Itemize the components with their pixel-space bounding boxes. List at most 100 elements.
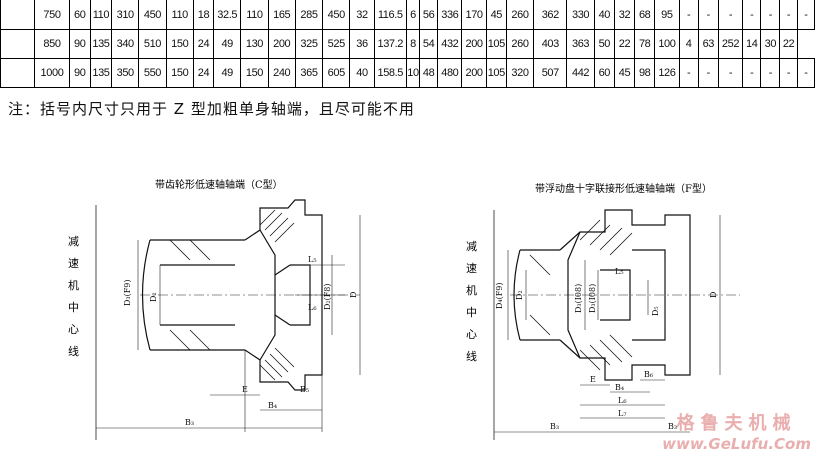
figure-f-drawing: 带浮动盘十字联接形低速轴轴端（F型） 减 速 机 中 心 线 [466, 182, 740, 440]
label-b3-b: B₃ [668, 422, 677, 431]
table-cell: 32 [349, 0, 375, 30]
table-cell: - [697, 0, 719, 30]
watermark: 格鲁夫机械 www.GeLufu.Com [662, 409, 811, 453]
label-e: E [590, 375, 596, 384]
table-cell: - [779, 0, 798, 30]
table-cell: 24 [192, 58, 215, 88]
table-cell: 850 [34, 29, 70, 59]
watermark-chinese: 格鲁夫机械 [676, 413, 797, 434]
table-cell: 240 [267, 58, 296, 88]
table-cell: 200 [461, 29, 487, 59]
label-b4: B₄ [615, 383, 624, 392]
table-cell: 24 [192, 29, 215, 59]
svg-text:减: 减 [68, 235, 79, 248]
table-lead-cell [0, 0, 36, 30]
table-cell: 363 [566, 29, 595, 59]
table-lead-cell [0, 29, 36, 59]
label-d4: D₄(F9) [495, 282, 504, 309]
figure-f-type: 带浮动盘十字联接形低速轴轴端（F型） 减 速 机 中 心 线 [450, 170, 785, 455]
table-cell: 340 [111, 29, 140, 59]
label-d2: D₂ [515, 290, 524, 300]
table-cell: 78 [634, 29, 656, 59]
table-cell: 330 [566, 0, 595, 30]
table-cell: 260 [505, 29, 535, 59]
label-b6: B₆ [644, 370, 653, 379]
table-cell: - [678, 0, 699, 30]
table-cell: 68 [634, 0, 656, 30]
table-cell: 252 [717, 29, 744, 59]
table-cell: 170 [461, 0, 487, 30]
watermark-url: www.GeLufu.Com [662, 435, 811, 453]
label-b4: B₄ [268, 401, 277, 410]
table-cell: 365 [294, 58, 324, 88]
table-cell: - [760, 58, 781, 88]
table-cell: 110 [240, 0, 269, 30]
label-b5: B₅ [300, 385, 309, 394]
table-cell: 507 [533, 58, 568, 88]
label-d3-b: D₃(I08) [588, 284, 597, 313]
table-cell: 200 [461, 58, 487, 88]
table-cell: 1000 [34, 58, 70, 88]
label-d: D [349, 292, 358, 298]
svg-text:机: 机 [68, 278, 79, 292]
label-e: E [242, 385, 248, 394]
table-cell: 135 [89, 58, 113, 88]
dimension-lines [494, 215, 721, 433]
table-cell: 60 [68, 0, 91, 30]
label-l5: L₅ [308, 255, 317, 264]
table-cell: 135 [89, 29, 113, 59]
table-cell: - [760, 0, 781, 30]
figure-c-drawing: 带齿轮形低速轴轴端（C型） 减 速 机 中 心 线 [68, 178, 361, 440]
table-cell: 22 [779, 29, 798, 59]
table-cell: - [742, 58, 762, 88]
svg-text:减: 减 [466, 240, 477, 253]
table-cell: 750 [34, 0, 70, 30]
svg-text:速: 速 [466, 262, 477, 275]
table-cell: 4 [678, 29, 699, 59]
table-cell: 8 [405, 29, 421, 59]
table-cell: - [697, 58, 719, 88]
table-cell: 350 [111, 58, 140, 88]
label-l6: L₆ [618, 396, 627, 405]
table-cell: 56 [419, 0, 439, 30]
table-cell: - [717, 58, 744, 88]
figure-c-side-label: 减 速 机 中 心 线 [68, 235, 79, 358]
label-d3: D₃(F9) [123, 279, 132, 306]
table-cell: 362 [533, 0, 568, 30]
label-d: D [709, 292, 718, 298]
table-cell: 40 [593, 0, 615, 30]
table-cell: - [796, 58, 816, 88]
label-d3: D₃(I08) [574, 284, 583, 313]
table-cell: 260 [505, 0, 535, 30]
table-cell: 150 [165, 29, 194, 59]
table-cell: 98 [634, 58, 656, 88]
table-cell: 325 [294, 29, 324, 59]
table-cell: 320 [505, 58, 535, 88]
shaft-body [141, 199, 323, 391]
dimension-lines [96, 215, 361, 432]
table-cell: - [796, 0, 816, 30]
table-cell: 150 [240, 58, 269, 88]
table-cell: 126 [654, 58, 680, 88]
label-d2-f8: D₂(F8) [323, 283, 332, 310]
section-hatching [169, 209, 295, 381]
table-cell: 48 [419, 58, 439, 88]
table-cell: 285 [294, 0, 324, 30]
table-cell: 605 [322, 58, 351, 88]
table-cell: 49 [213, 29, 242, 59]
table-cell: 450 [138, 0, 167, 30]
dimension-labels: D₃(F9) D₂ L₅ L₆ D₂(F8) D E B₄ B₅ B₃ [123, 255, 358, 427]
table-cell: - [779, 58, 798, 88]
table-cell: - [742, 0, 762, 30]
table-cell: 105 [485, 58, 507, 88]
table-cell: 150 [165, 58, 194, 88]
table-cell: 310 [111, 0, 140, 30]
footnote: 注：括号内尺寸只用于 Z 型加粗单身轴端，且尽可能不用 [8, 100, 415, 118]
table-cell: 130 [240, 29, 269, 59]
table-cell: 442 [566, 58, 595, 88]
table-cell: 32.5 [213, 0, 242, 30]
table-cell: 550 [138, 58, 167, 88]
table-cell: 36 [349, 29, 375, 59]
